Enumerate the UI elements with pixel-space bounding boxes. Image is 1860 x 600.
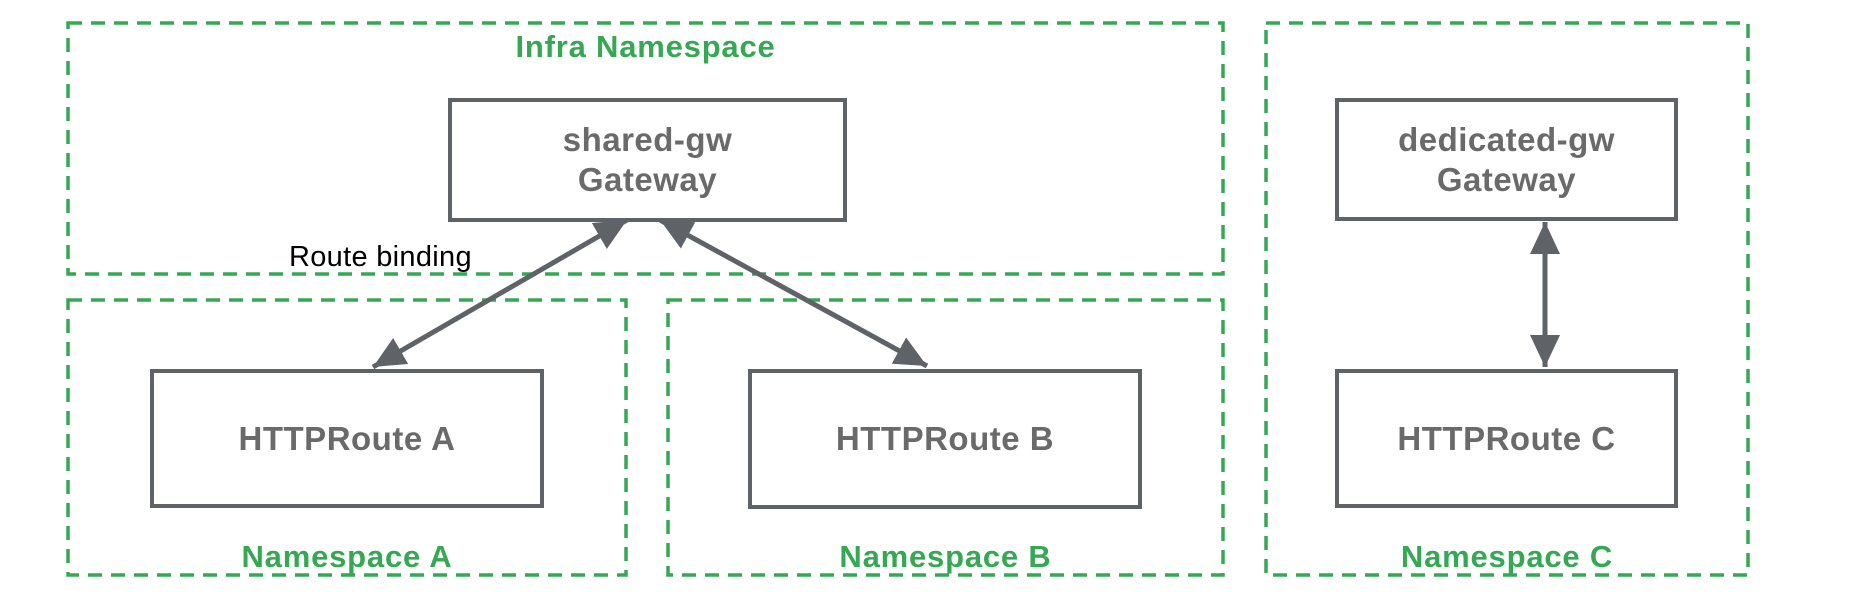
httproute-c-node: HTTPRoute C — [1335, 369, 1678, 508]
shared-gw-gateway-node: shared-gw Gateway — [448, 98, 847, 222]
shared-gw-gateway-name: shared-gw — [562, 121, 733, 158]
httproute-a-node: HTTPRoute A — [150, 369, 544, 508]
shared-gw-gateway-kind: Gateway — [577, 161, 718, 198]
httproute-a-label: HTTPRoute A — [238, 419, 456, 457]
dedicated-gw-gateway-node: dedicated-gw Gateway — [1335, 98, 1678, 221]
httproute-c-label: HTTPRoute C — [1397, 419, 1616, 457]
httproute-b-label: HTTPRoute B — [835, 420, 1055, 457]
dedicated-gw-gateway-name: dedicated-gw — [1398, 120, 1615, 158]
httproute-b-node: HTTPRoute B — [748, 369, 1142, 509]
infra-namespace-label: Infra Namespace — [515, 29, 776, 64]
route-binding-label: Route binding — [289, 241, 472, 273]
namespace-c-label: Namespace C — [1400, 539, 1614, 574]
namespace-b-label: Namespace B — [839, 539, 1052, 574]
dedicated-gw-gateway-kind: Gateway — [1436, 160, 1577, 198]
arrow-shared-gw-to-httproute-b — [658, 217, 929, 369]
namespace-a-label: Namespace A — [241, 539, 453, 574]
